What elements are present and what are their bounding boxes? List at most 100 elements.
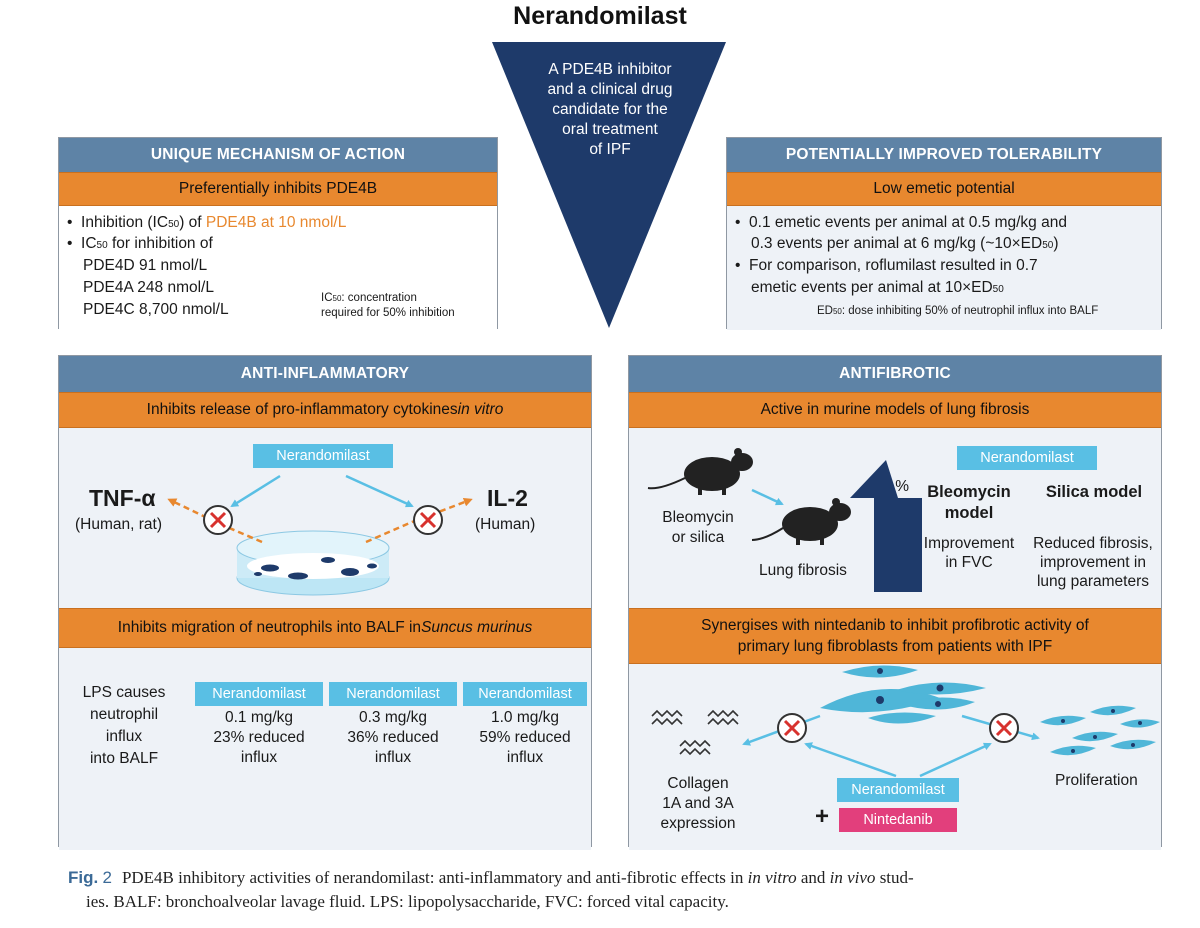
bleo-result: Improvement in FVC [909, 534, 1029, 572]
synergy-line-2: primary lung fibroblasts from patients w… [737, 638, 1053, 655]
tolerability-header: POTENTIALLY IMPROVED TOLERABILITY [727, 138, 1161, 172]
bleo-result-1: Improvement [923, 535, 1015, 552]
af-drug-badge: Nerandomilast [957, 446, 1097, 470]
center-triangle [492, 42, 726, 328]
plus-sign: + [815, 803, 830, 830]
inhibit-x-icon [203, 505, 233, 535]
antifibrotic-header: ANTIFIBROTIC [629, 356, 1161, 392]
dose-3-tail: influx [506, 749, 544, 766]
tri-line-1: A PDE4B inhibitor [548, 61, 672, 78]
silica-result-1: Reduced fibrosis, [1033, 535, 1153, 552]
arrow-drug-to-tnf [230, 474, 281, 508]
bleo-title-2: model [944, 504, 994, 522]
dose-3-badge: Nerandomilast [463, 682, 587, 706]
arrow-induction [751, 488, 784, 506]
migration-area: LPS causes neutrophil influx into BALF N… [59, 648, 591, 850]
silica-result-2: improvement in [1040, 554, 1146, 571]
synergy-subheader: Synergises with nintedanib to inhibit pr… [629, 608, 1161, 664]
triangle-text: A PDE4B inhibitor and a clinical drug ca… [522, 60, 698, 160]
petri-dish-icon [236, 530, 390, 596]
dose-1-amount: 0.1 mg/kg [224, 709, 294, 726]
collagen-fiber-icon [651, 709, 739, 756]
tol-bullet-1-l2: 0.3 events per animal at 6 mg/kg (~10×ED… [751, 235, 1059, 252]
nintedanib-badge: Nintedanib [839, 808, 957, 832]
bleo-title: Bleomycin model [909, 482, 1029, 524]
inducer-text: Bleomycin or silica [643, 508, 753, 548]
moa-pde4a: PDE4A 248 nmol/L [83, 279, 214, 296]
arrow-drug-to-x1 [804, 742, 897, 778]
lps-line-3: influx [105, 728, 143, 745]
synergy-line-1: Synergises with nintedanib to inhibit pr… [701, 617, 1089, 634]
collagen-line-3: expression [660, 815, 736, 832]
tnf-label: TNF-α [89, 485, 156, 511]
tri-line-4: oral treatment [562, 121, 658, 138]
dashed-arrow-il2 [365, 497, 473, 544]
lps-line-1: LPS causes [82, 684, 166, 701]
dose-2-effect: 36% reduced [347, 729, 439, 746]
silica-result: Reduced fibrosis, improvement in lung pa… [1025, 534, 1161, 591]
moa-pde4d: PDE4D 91 nmol/L [83, 257, 208, 274]
tri-line-2: and a clinical drug [547, 81, 673, 98]
collagen-line-2: 1A and 3A [662, 795, 734, 812]
tol-bullet-2-l1: • For comparison, roflumilast resulted i… [735, 257, 1038, 274]
fibrosis-label: Lung fibrosis [759, 562, 847, 579]
af-drug-badge-2: Nerandomilast [837, 778, 959, 802]
dose-1-effect: 23% reduced [213, 729, 305, 746]
fibroblast-icon [820, 665, 986, 724]
dose-2-text: 0.3 mg/kg 36% reduced influx [329, 708, 457, 768]
inducer-line-1: Bleomycin [662, 509, 734, 526]
bleo-title-1: Bleomycin [927, 483, 1011, 501]
moa-subheader: Preferentially inhibits PDE4B [59, 172, 497, 206]
tolerability-panel: POTENTIALLY IMPROVED TOLERABILITY Low em… [726, 137, 1162, 330]
tri-line-3: candidate for the [552, 101, 668, 118]
moa-pde4c: PDE4C 8,700 nmol/L [83, 301, 229, 318]
arrow-drug-to-il2 [345, 474, 414, 508]
anti-inflammatory-header: ANTI-INFLAMMATORY [59, 356, 591, 392]
moa-header: UNIQUE MECHANISM OF ACTION [59, 138, 497, 172]
dose-3-effect: 59% reduced [479, 729, 571, 746]
dose-3-amount: 1.0 mg/kg [490, 709, 560, 726]
bleo-result-2: in FVC [945, 554, 993, 571]
tol-note: ED50: dose inhibiting 50% of neutrophil … [817, 305, 1099, 317]
mouse-icon [751, 498, 851, 545]
moa-bullet-1: • Inhibition (IC50) of PDE4B at 10 nmol/… [67, 214, 347, 231]
moa-body: • Inhibition (IC50) of PDE4B at 10 nmol/… [59, 206, 497, 330]
dose-1-tail: influx [240, 749, 278, 766]
inhibit-x-icon [777, 713, 807, 743]
inhibit-x-icon [413, 505, 443, 535]
collagen-text: Collagen 1A and 3A expression [643, 774, 753, 834]
dose-2-amount: 0.3 mg/kg [358, 709, 428, 726]
il2-label: IL-2 [487, 485, 528, 511]
dose-2-badge: Nerandomilast [329, 682, 457, 706]
tolerability-body: • 0.1 emetic events per animal at 0.5 mg… [727, 206, 1161, 330]
collagen-line-1: Collagen [667, 775, 729, 792]
arrow-drug-to-x2 [919, 742, 992, 778]
caption-line-2: ies. BALF: bronchoalveolar lavage fluid.… [86, 892, 729, 911]
migration-subheader: Inhibits migration of neutrophils into B… [59, 608, 591, 648]
cell-nuclei [1061, 709, 1142, 753]
moa-bullet-2: • IC50 for inhibition of [67, 235, 213, 252]
dose-2-tail: influx [374, 749, 412, 766]
proliferating-cells-icon [1040, 705, 1160, 756]
dose-1-text: 0.1 mg/kg 23% reduced influx [195, 708, 323, 768]
dose-3-text: 1.0 mg/kg 59% reduced influx [463, 708, 587, 768]
anti-inflammatory-panel: ANTI-INFLAMMATORY Inhibits release of pr… [58, 355, 592, 850]
lps-line-4: into BALF [89, 750, 159, 767]
up-arrow-icon [850, 460, 922, 592]
dose-1-badge: Nerandomilast [195, 682, 323, 706]
inhibit-x-icon [989, 713, 1019, 743]
moa-panel: UNIQUE MECHANISM OF ACTION Preferentiall… [58, 137, 498, 330]
tnf-species: (Human, rat) [75, 516, 162, 533]
il2-species: (Human) [475, 516, 536, 533]
inducer-line-2: or silica [671, 529, 725, 546]
anti-inflammatory-subheader: Inhibits release of pro-inflammatory cyt… [59, 392, 591, 428]
tol-bullet-1-l1: • 0.1 emetic events per animal at 0.5 mg… [735, 214, 1067, 231]
tol-bullet-2-l2: emetic events per animal at 10×ED50 [751, 279, 1004, 296]
tri-line-5: of IPF [589, 141, 631, 158]
tolerability-subheader: Low emetic potential [727, 172, 1161, 206]
silica-result-3: lung parameters [1036, 573, 1149, 590]
antifibrotic-subheader: Active in murine models of lung fibrosis [629, 392, 1161, 428]
